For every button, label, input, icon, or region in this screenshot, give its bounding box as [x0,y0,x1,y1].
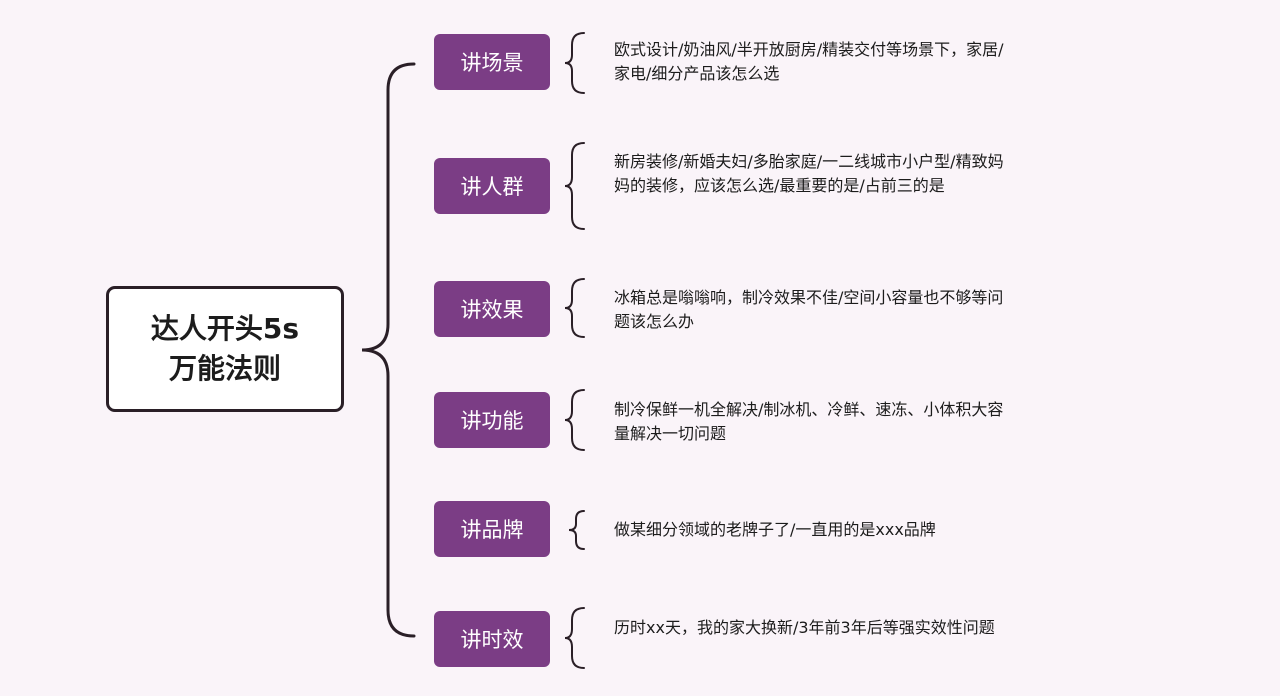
root-title-line2: 万能法则 [168,352,281,385]
text-brace-1 [564,32,585,94]
text-brace-6 [564,607,585,669]
branch-text-function: 制冷保鲜一机全解决/制冰机、冷鲜、速冻、小体积大容量解决一切问题 [614,400,1004,443]
branch-text-scene: 欧式设计/奶油风/半开放厨房/精装交付等场景下，家居/家电/细分产品该怎么选 [614,40,1004,83]
branch-label-brand: 讲品牌 [434,501,550,557]
branch-label-function: 讲功能 [434,392,550,448]
branch-text-audience: 新房装修/新婚夫妇/多胎家庭/一二线城市小户型/精致妈妈的装修，应该怎么选/最重… [614,152,1004,195]
branch-text-effect: 冰箱总是嗡嗡响，制冷效果不佳/空间小容量也不够等问题该怎么办 [614,288,1004,331]
branch-text-timeliness: 历时xx天，我的家大换新/3年前3年后等强实效性问题 [614,618,995,637]
text-brace-4 [564,389,585,451]
branch-label-effect: 讲效果 [434,281,550,337]
main-bracket [361,62,416,638]
root-node: 达人开头5s 万能法则 [106,286,344,412]
text-brace-5 [568,510,585,550]
root-title-line1: 达人开头5s [150,312,300,345]
branch-label-audience: 讲人群 [434,158,550,214]
branch-label-scene: 讲场景 [434,34,550,90]
branch-text-brand: 做某细分领域的老牌子了/一直用的是xxx品牌 [614,520,936,539]
text-brace-3 [564,278,585,338]
branch-label-timeliness: 讲时效 [434,611,550,667]
text-brace-2 [564,142,585,230]
